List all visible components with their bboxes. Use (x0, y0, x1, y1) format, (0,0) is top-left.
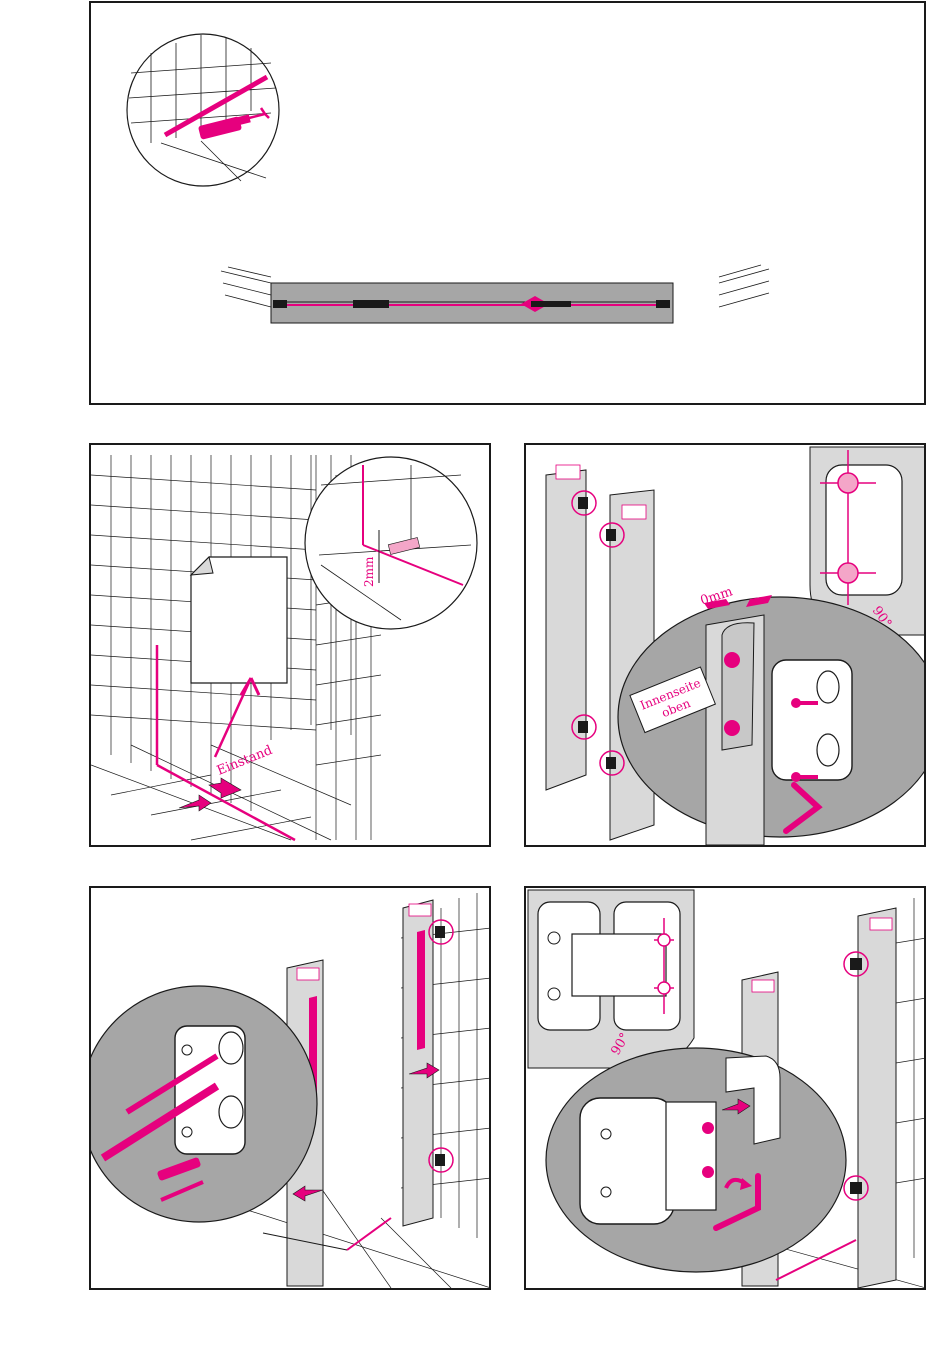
panel-2-illustration: Einstand 2mm (91, 445, 491, 847)
detail-oval-hinge-adjust (546, 1048, 846, 1272)
step-panel-drilling (89, 886, 491, 1290)
detail-box-90-degree: 90° (528, 890, 694, 1068)
detail-circle-wall-anchor (127, 34, 279, 186)
label-einstand: Einstand (215, 743, 275, 779)
panel-4-illustration (91, 888, 491, 1290)
detail-circle-drill (91, 986, 317, 1222)
step-panel-floor-setting: Einstand 2mm (89, 443, 491, 847)
detail-circle-gap: 2mm (305, 457, 477, 629)
panel-5-illustration: 90° (526, 888, 926, 1290)
step-panel-hinge-mounting: 90° 0mm Inne (524, 443, 926, 847)
step-panel-hinge-adjust: 90° (524, 886, 926, 1290)
label-2mm: 2mm (362, 556, 376, 587)
profile-top-view (221, 265, 769, 323)
instruction-sheet-icon (191, 557, 287, 683)
detail-oval-hinge: 0mm Innenseite oben (618, 584, 926, 845)
glass-panels (546, 465, 654, 840)
step-panel-wall-profile-overview (89, 1, 926, 405)
panel-1-illustration (91, 3, 926, 405)
panel-3-illustration: 90° 0mm Inne (526, 445, 926, 847)
